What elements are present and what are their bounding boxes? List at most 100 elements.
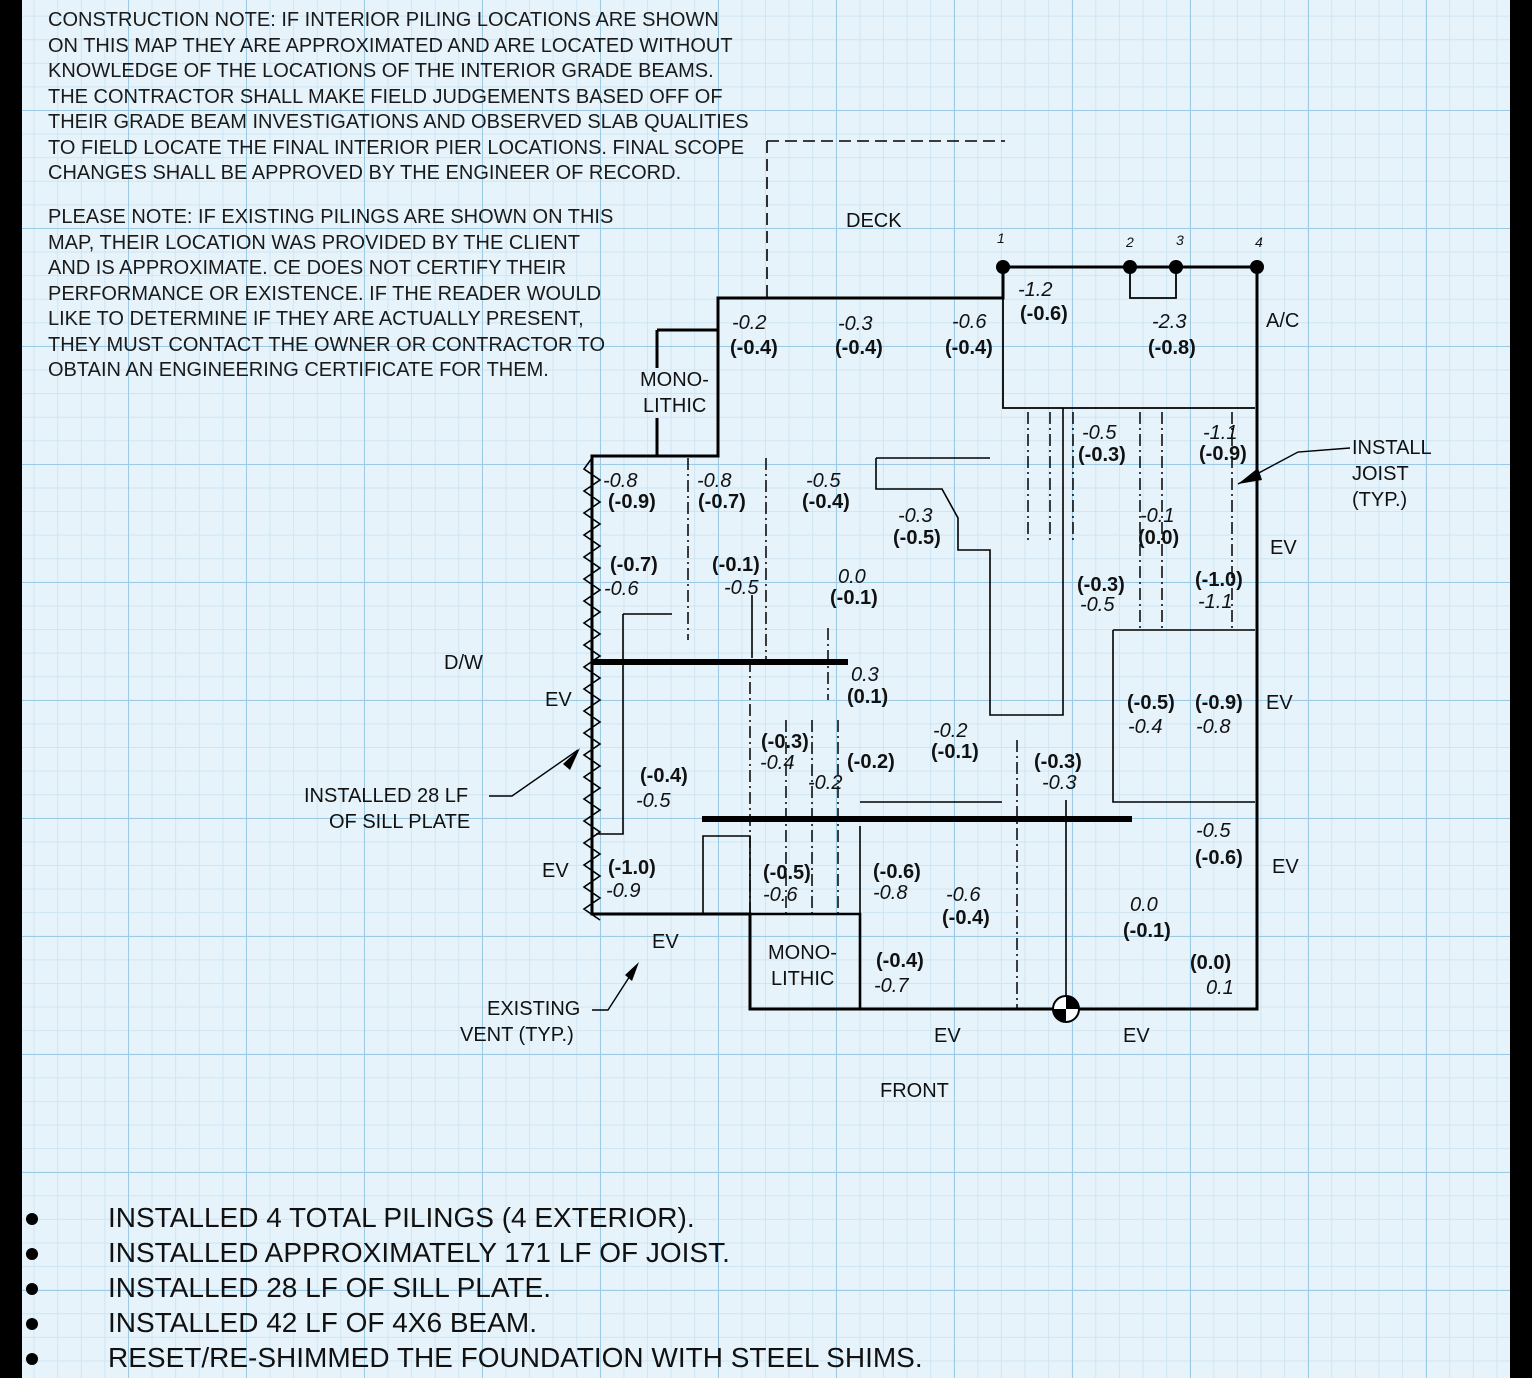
elevation-after: (-0.1) [830, 587, 878, 609]
note-line: CHANGES SHALL BE APPROVED BY THE ENGINEE… [48, 162, 682, 184]
house-outline [590, 265, 1259, 1011]
elevation-after: (-0.3) [1078, 444, 1126, 466]
piling-2-marker [1123, 260, 1137, 274]
elevation-before: -0.5 [1196, 820, 1231, 842]
note-line: AND IS APPROXIMATE. CE DOES NOT CERTIFY … [48, 257, 567, 279]
elevation-before: -0.5 [636, 790, 671, 812]
piling-3-marker [1169, 260, 1183, 274]
elevation-before: -1.2 [1018, 279, 1053, 301]
existing-piling-marker [1052, 995, 1080, 1023]
elevation-before: -0.8 [1196, 716, 1231, 738]
interior-wall [875, 408, 1064, 716]
elevation-before: -0.3 [898, 505, 933, 527]
elevation-after: (0.0) [1190, 952, 1232, 974]
ev-label: EV [1123, 1025, 1150, 1047]
note-line: THE CONTRACTOR SHALL MAKE FIELD JUDGEMEN… [48, 86, 723, 108]
ev-label: EV [542, 860, 569, 882]
elevation-after: (-0.5) [893, 527, 941, 549]
note-line: LIKE TO DETERMINE IF THEY ARE ACTUALLY P… [48, 308, 584, 330]
elevation-before: -0.5 [1082, 422, 1117, 444]
sill-plate-label: OF SILL PLATE [329, 811, 471, 833]
monolithic-label: MONO- [640, 369, 709, 391]
interior-wall [1112, 629, 1255, 803]
install-joist-label: INSTALL [1352, 437, 1432, 459]
elevation-after: (-0.4) [802, 491, 850, 513]
piling-4-marker [1250, 260, 1264, 274]
bullet-icon [26, 1248, 38, 1260]
note-line: TO FIELD LOCATE THE FINAL INTERIOR PIER … [48, 137, 745, 159]
elevation-after: (-0.3) [761, 731, 809, 753]
elevation-before: -0.5 [806, 470, 841, 492]
elevation-after: (-0.6) [873, 861, 921, 883]
piling-number: 3 [1176, 232, 1184, 248]
arrowhead [1238, 468, 1262, 484]
elevation-before: -0.6 [952, 311, 987, 333]
elevation-after: (-0.4) [876, 950, 924, 972]
ev-label: EV [545, 689, 572, 711]
elevation-before: -0.2 [808, 772, 843, 794]
elevation-before: -2.3 [1152, 311, 1187, 333]
elevation-before: -0.2 [933, 720, 968, 742]
elevation-after: (-0.6) [1195, 847, 1243, 869]
elevation-after: (-0.9) [608, 491, 656, 513]
elevation-after: (-0.1) [712, 554, 760, 576]
elevation-before: -0.3 [838, 313, 873, 335]
front-label: FRONT [880, 1080, 949, 1102]
elevation-before: -0.4 [1128, 716, 1163, 738]
ev-label: EV [1266, 692, 1293, 714]
elevation-before: -0.5 [1080, 594, 1115, 616]
elevation-before: 0.0 [1130, 894, 1158, 916]
note-line: ON THIS MAP THEY ARE APPROXIMATED AND AR… [48, 35, 733, 57]
note-line: THEIR GRADE BEAM INVESTIGATIONS AND OBSE… [48, 111, 749, 133]
elevation-before: -0.7 [874, 975, 909, 997]
elevation-after: (-0.9) [1195, 692, 1243, 714]
elevation-after: (-1.0) [1195, 569, 1243, 591]
elevation-before: 0.3 [851, 664, 879, 686]
note-line: CONSTRUCTION NOTE: IF INTERIOR PILING LO… [48, 9, 719, 31]
elevation-before: -0.9 [606, 880, 641, 902]
elevation-before: -0.5 [724, 577, 759, 599]
elevation-before: -0.8 [603, 470, 638, 492]
elevation-after: (-0.9) [1199, 443, 1247, 465]
interior-wall [702, 835, 751, 914]
piling-1-marker [996, 260, 1010, 274]
elevation-after: (-0.7) [610, 554, 658, 576]
elevation-after: (0.1) [847, 686, 889, 708]
elevation-before: -0.6 [604, 578, 639, 600]
elevation-after: (-0.6) [1020, 303, 1068, 325]
elevation-before: -0.6 [763, 884, 798, 906]
note-line: KNOWLEDGE OF THE LOCATIONS OF THE INTERI… [48, 60, 714, 82]
sill-plate [582, 457, 602, 921]
elevation-before: -1.1 [1198, 591, 1233, 613]
vent-leader [592, 964, 638, 1011]
dw-label: D/W [444, 652, 483, 674]
elevation-after: (-0.3) [1034, 751, 1082, 773]
ac-label: A/C [1266, 310, 1300, 332]
elevation-after: (-0.4) [945, 337, 993, 359]
elevation-after: (-0.2) [847, 751, 895, 773]
elevation-after: (-0.4) [835, 337, 883, 359]
elevation-before: -0.2 [732, 312, 767, 334]
elevation-before: -0.4 [760, 752, 795, 774]
elevation-after: (-0.4) [730, 337, 778, 359]
elevation-after: (-0.5) [1127, 692, 1175, 714]
drawing-sheet [22, 0, 1510, 1378]
note-line: THEY MUST CONTACT THE OWNER OR CONTRACTO… [48, 334, 606, 356]
elevation-after: (-1.0) [608, 857, 656, 879]
arrowhead [563, 748, 580, 770]
elevation-after: (-0.4) [942, 907, 990, 929]
ev-label: EV [1270, 537, 1297, 559]
sill-plate-label: INSTALLED 28 LF [304, 785, 469, 807]
piling-bracket [1129, 267, 1177, 299]
elevation-after: (-0.4) [640, 765, 688, 787]
deck-label: DECK [846, 210, 902, 232]
bullet-icon [26, 1213, 38, 1225]
piling-number: 1 [997, 230, 1005, 246]
note-line: PLEASE NOTE: IF EXISTING PILINGS ARE SHO… [48, 206, 614, 228]
ev-label: EV [652, 931, 679, 953]
note-line: MAP, THEIR LOCATION WAS PROVIDED BY THE … [48, 232, 580, 254]
bullet-icon [26, 1353, 38, 1365]
elevation-before: -0.8 [697, 470, 732, 492]
note-line: PERFORMANCE OR EXISTENCE. IF THE READER … [48, 283, 602, 305]
